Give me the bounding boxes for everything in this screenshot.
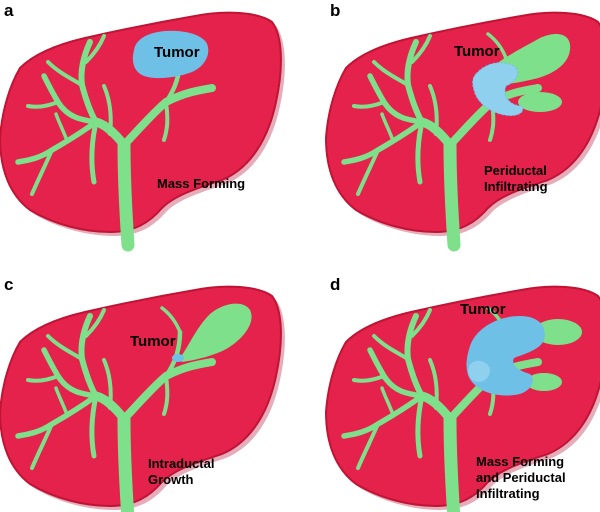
caption-a-line1: Mass Forming	[157, 176, 245, 191]
caption-b-line1: Periductal	[484, 163, 547, 178]
caption-c-line1: Intraductal	[148, 456, 214, 471]
panel-c: Tumor c Intraductal Growth	[0, 275, 285, 512]
caption-c-line2: Growth	[148, 472, 194, 487]
caption-d-line3: Infiltrating	[476, 486, 540, 501]
tumor-infiltrate-d	[467, 360, 491, 383]
panel-d: Tumor d Mass Forming and Periductal Infi…	[325, 275, 600, 512]
dilated-duct-lower-b	[518, 92, 562, 112]
dilated-duct-lower-d	[526, 373, 562, 391]
panel-letter-a: a	[4, 1, 14, 20]
tumor-mass-a	[132, 30, 209, 79]
panel-b: Tumor b Periductal Infiltrating	[325, 1, 600, 245]
tumor-label-c: Tumor	[130, 333, 176, 350]
caption-b-line2: Infiltrating	[484, 179, 548, 194]
panel-a: Tumor a Mass Forming	[0, 1, 285, 245]
tumor-periductal-b	[472, 62, 524, 117]
panel-letter-d: d	[330, 275, 340, 294]
caption-d-line1: Mass Forming	[476, 454, 564, 469]
tumor-label-a: Tumor	[154, 44, 200, 61]
tumor-label-b: Tumor	[454, 43, 500, 60]
tumor-intraductal-c	[172, 354, 184, 362]
dilated-duct-c	[180, 303, 252, 362]
dilated-duct-upper-d	[534, 319, 582, 345]
caption-d-line2: and Periductal	[476, 470, 566, 485]
panel-letter-b: b	[330, 1, 340, 20]
panel-letter-c: c	[4, 275, 13, 294]
tumor-label-d: Tumor	[460, 301, 506, 318]
